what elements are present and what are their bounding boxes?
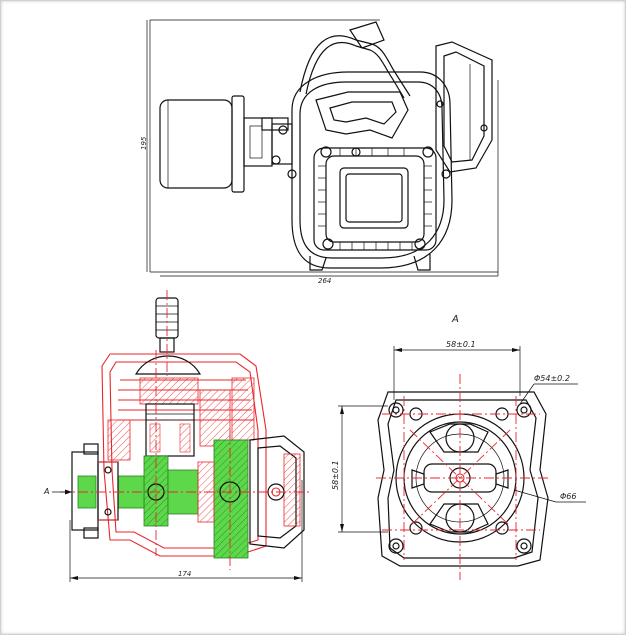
clutch-drum xyxy=(249,435,305,549)
crank-assembly xyxy=(117,439,249,559)
length-dimension: 174 xyxy=(178,570,191,578)
engine-body xyxy=(287,71,453,271)
muffler xyxy=(435,41,493,173)
view-a: A 58±0.1 58±0.1 xyxy=(331,314,586,580)
height-tolerance-dimension: 58±0.1 xyxy=(331,460,340,490)
carburettor xyxy=(243,117,293,167)
spark-plug xyxy=(155,290,179,376)
bolt-circle-dimension: Φ54±0.2 xyxy=(534,374,570,383)
view-a-title: A xyxy=(451,314,459,325)
height-dimension: 195 xyxy=(140,136,148,150)
top-view: 195 264 xyxy=(140,19,499,285)
section-view: 174 xyxy=(43,290,310,582)
bolt-holes xyxy=(388,402,532,554)
view-arrow-label: A xyxy=(43,487,49,496)
width-tolerance-dimension: 58±0.1 xyxy=(446,340,476,349)
width-dimension: 264 xyxy=(318,277,331,285)
bore-dimension: Φ66 xyxy=(560,492,576,501)
air-filter xyxy=(159,95,245,193)
